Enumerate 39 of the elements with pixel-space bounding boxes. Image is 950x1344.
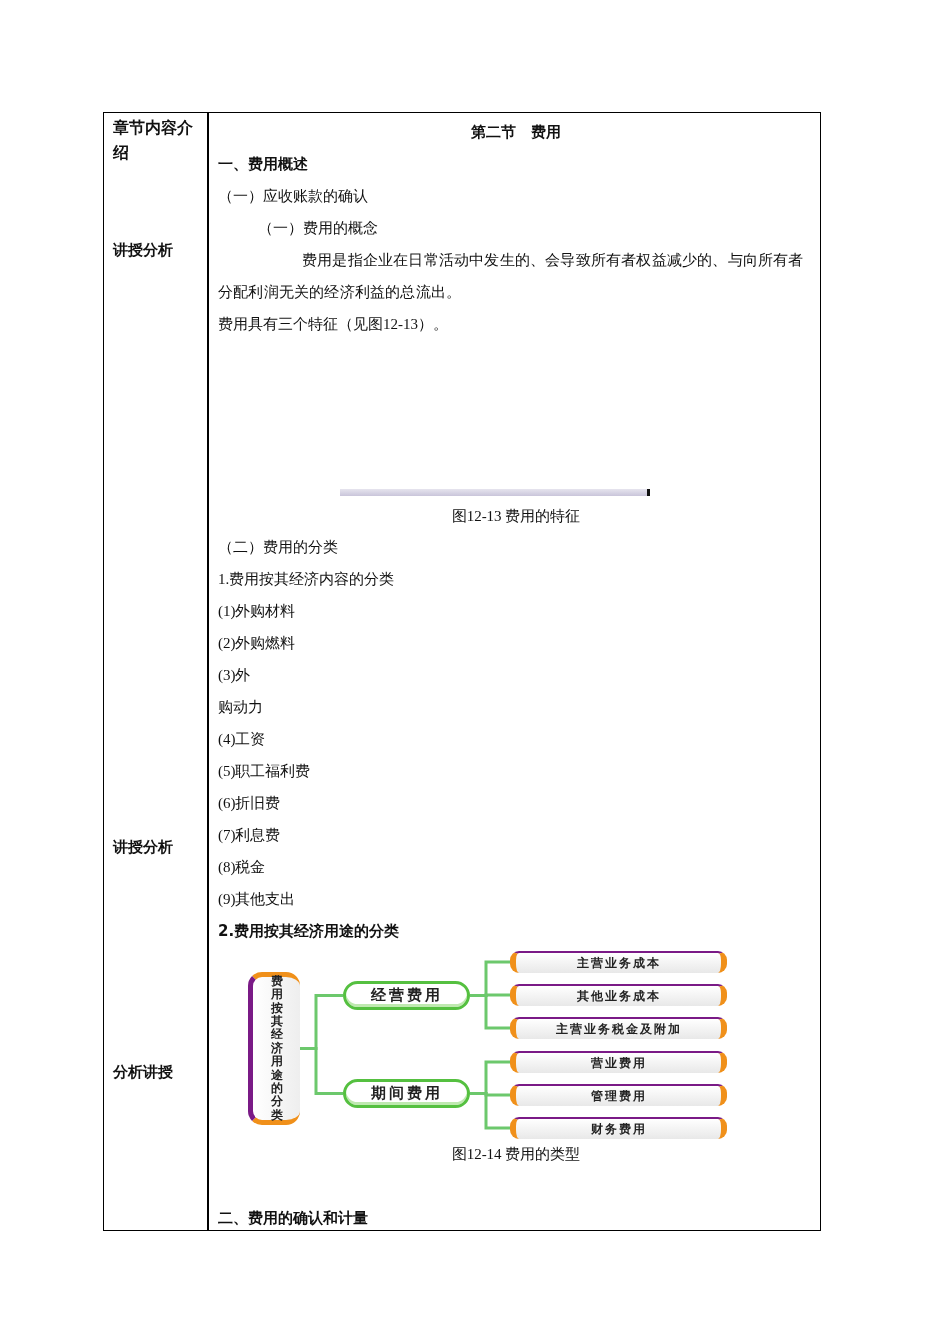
list-item: (1)外购材料 (218, 602, 296, 621)
figure-caption: 图12-13 费用的特征 (450, 507, 582, 526)
list-item: (6)折旧费 (218, 794, 281, 813)
item-pill: 主营业务成本 (510, 951, 727, 973)
category-pill: 经营费用 (343, 981, 470, 1010)
text-line: （一）应收账款的确认 (218, 187, 368, 206)
connector-line (470, 994, 510, 1030)
item-pill: 其他业务成本 (510, 984, 727, 1006)
item-pill: 营业费用 (510, 1051, 727, 1073)
subheading: 1.费用按其经济内容的分类 (218, 570, 395, 589)
list-item: (2)外购燃料 (218, 634, 296, 653)
section-heading: 一、费用概述 (218, 154, 308, 174)
list-item: (5)职工福利费 (218, 762, 311, 781)
text-line: 费用具有三个特征（见图12-13）。 (218, 315, 448, 334)
connector-line (470, 1092, 510, 1130)
row-header: 讲授分析 (113, 240, 173, 260)
list-item: (8)税金 (218, 858, 266, 877)
list-item: 购动力 (218, 698, 263, 717)
row-header: 章节内容介绍 (113, 118, 193, 164)
figure-caption: 图12-14 费用的类型 (450, 1145, 582, 1164)
subheading: （二）费用的分类 (218, 538, 338, 557)
paragraph: 费用是指企业在日常活动中发生的、会导致所有者权益减少的、与向所有者分配利润无关的经济利益的总流出。 (218, 251, 805, 302)
item-pill: 主营业务税金及附加 (510, 1017, 727, 1039)
item-pill: 管理费用 (510, 1084, 727, 1106)
list-item: (7)利息费 (218, 826, 281, 845)
vertical-label: 费用按其经济用途的分类 (270, 974, 283, 1123)
row-header: 讲授分析 (113, 837, 173, 857)
section-heading: 2.费用按其经济用途的分类 (218, 921, 400, 941)
section-heading: 二、费用的确认和计量 (218, 1208, 368, 1228)
list-item: (3)外 (218, 666, 251, 685)
section-title: 第二节 费用 (470, 122, 562, 142)
vertical-title-pill (248, 972, 300, 1125)
row-header: 分析讲授 (113, 1062, 173, 1082)
list-item: (4)工资 (218, 730, 266, 749)
subheading: （一）费用的概念 (258, 219, 378, 238)
list-item: (9)其他支出 (218, 890, 296, 909)
category-pill: 期间费用 (343, 1079, 470, 1108)
item-pill: 财务费用 (510, 1117, 727, 1139)
connector-line (300, 1047, 343, 1095)
